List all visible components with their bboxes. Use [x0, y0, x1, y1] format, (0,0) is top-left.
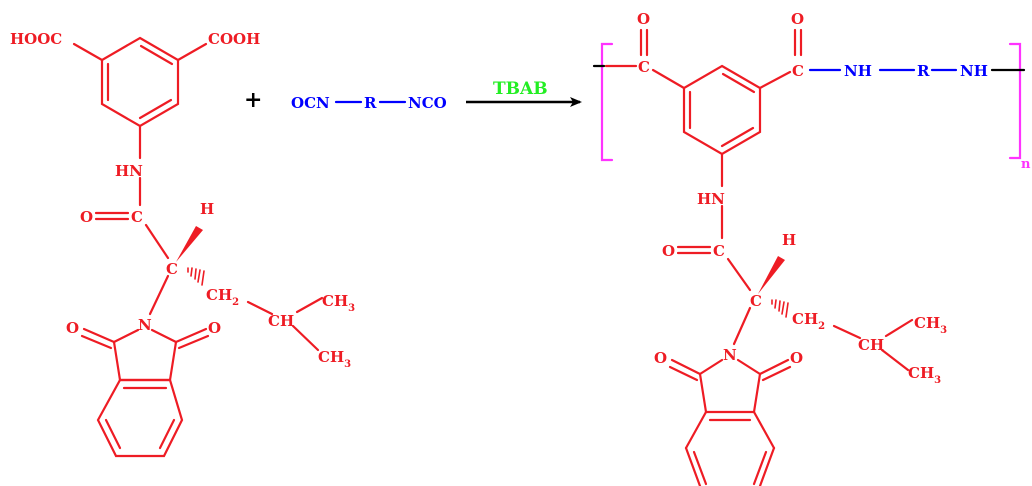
label-left-carbonyl-c: C — [638, 58, 650, 76]
label-hooc: HOOC — [10, 30, 62, 48]
label-ocn: OCN — [291, 94, 330, 112]
bond-ch2-ch — [246, 300, 274, 316]
product-wedge-bond-h — [758, 256, 785, 294]
label-product-amide-o: O — [662, 242, 675, 260]
catalyst-label: TBAB — [493, 79, 548, 99]
label-ch2: CH2 — [206, 286, 239, 308]
repeat-bracket-right — [1008, 42, 1022, 160]
bond-ch-ch3-top — [295, 296, 324, 314]
repeat-bracket-left — [600, 42, 614, 162]
label-product-ch: CH — [858, 336, 884, 354]
label-right-carbonyl-c: C — [792, 62, 804, 80]
label-chiral-h: H — [200, 200, 214, 218]
product-polymer: n — [592, 10, 1031, 486]
label-product-chiral-h: H — [782, 231, 796, 249]
label-product-chiral-c: C — [750, 292, 762, 310]
label-imide-o-right: O — [208, 319, 221, 337]
label-ch3-bottom: CH3 — [318, 348, 351, 370]
bond-hooc — [72, 42, 104, 62]
reactant-benzo-ring — [96, 378, 184, 458]
label-nh-left: NH — [844, 62, 872, 80]
product-imide-ring — [668, 358, 792, 422]
reactant-molecule: HOOC COOH HN O C H C CH2 CH CH3 CH3 N O … — [10, 30, 355, 458]
label-right-carbonyl-o: O — [791, 10, 804, 28]
label-nco: NCO — [408, 94, 447, 112]
bond-cooh — [176, 42, 208, 62]
label-r-group: R — [917, 62, 930, 80]
label-amide-nh: HN — [115, 162, 143, 180]
diisocyanate-molecule: OCN R NCO — [291, 94, 447, 112]
label-ch3-top: CH3 — [322, 292, 355, 314]
label-imide-n: N — [138, 316, 152, 334]
reactant-imide-ring — [80, 327, 210, 382]
bond-ch-ch3-bottom — [291, 324, 320, 352]
label-chiral-c: C — [166, 260, 178, 278]
wedge-bond-h — [176, 226, 203, 262]
label-product-ch3-bottom: CH3 — [908, 364, 941, 386]
bond-chiral-n — [148, 274, 170, 316]
label-r: R — [364, 94, 377, 112]
label-product-ch3-top: CH3 — [914, 314, 947, 336]
label-product-amide-c: C — [713, 242, 725, 260]
label-product-imide-n: N — [723, 346, 737, 364]
bond-c-chiral — [144, 223, 170, 260]
label-left-carbonyl-o: O — [637, 10, 650, 28]
product-benzene-ring — [682, 64, 762, 156]
repeat-unit-n: n — [1021, 157, 1031, 172]
label-cooh: COOH — [208, 30, 260, 48]
product-hashed-bond-ch2 — [771, 299, 789, 318]
label-amide-o: O — [80, 208, 93, 226]
plus-sign: + — [244, 87, 262, 113]
label-product-ch2: CH2 — [792, 310, 825, 332]
label-amide-c: C — [131, 208, 143, 226]
label-product-amide-nh: HN — [697, 190, 725, 208]
label-product-imide-o-left: O — [654, 349, 667, 367]
label-imide-o-left: O — [66, 319, 79, 337]
reactant-benzene-ring — [100, 36, 180, 128]
label-nh-right: NH — [960, 62, 988, 80]
hashed-bond-ch2 — [187, 267, 205, 286]
product-benzo-ring — [684, 410, 776, 486]
label-product-imide-o-right: O — [790, 349, 803, 367]
label-ch: CH — [268, 312, 294, 330]
